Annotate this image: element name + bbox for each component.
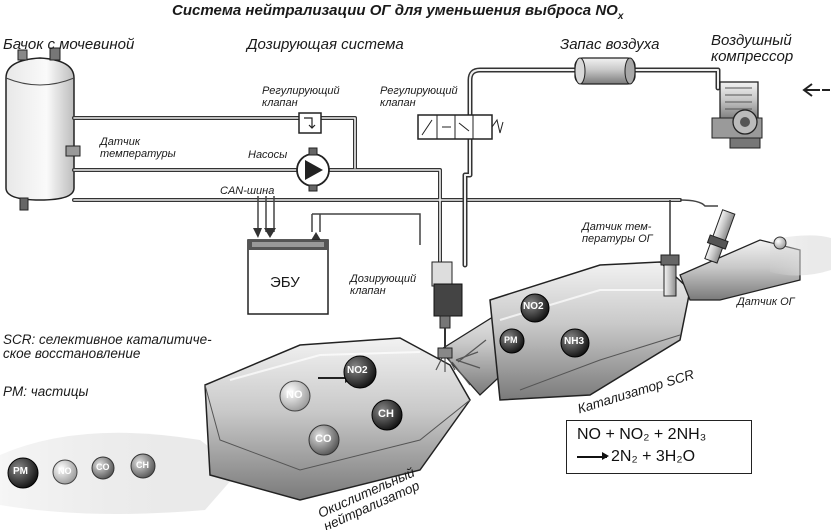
inlet-molecules	[7, 453, 156, 489]
reaction-arrow-icon	[577, 453, 609, 460]
can-bus-lines	[257, 196, 421, 245]
scr-pm-ball	[499, 328, 525, 354]
scr-molecules	[499, 293, 590, 358]
dosing-valve	[431, 261, 463, 350]
exhaust-flow-inlet	[0, 432, 240, 514]
pm-definition: PM: частицы	[3, 384, 89, 399]
dosing-system-label: Дозирующая система	[247, 36, 404, 53]
left-regulating-valve	[298, 112, 322, 134]
ox-no2-text: NO2	[347, 365, 368, 376]
reaction-products: 2N₂ + 3H₂O	[611, 448, 696, 465]
ox-no-text: NO	[286, 389, 303, 401]
ecu-box	[247, 239, 329, 315]
urea-tank	[5, 47, 81, 211]
exhaust-gas-sensor-label: Датчик ОГ	[737, 296, 795, 308]
ox-ch-ball	[371, 399, 403, 431]
inlet-no-text: NO	[58, 466, 72, 476]
can-bus-label: CAN-шина	[220, 185, 275, 197]
ox-no2-ball	[343, 355, 377, 389]
ox-co-ball	[308, 424, 340, 456]
oxidizer-molecules	[279, 355, 403, 456]
reaction-reactants: NO + NO₂ + 2NH₃	[577, 426, 707, 443]
reaction-equation-box: NO + NO₂ + 2NH₃ 2N₂ + 3H₂O	[566, 420, 752, 474]
inlet-ch-ball	[130, 453, 156, 479]
oxidation-catalyst-housing	[204, 337, 471, 501]
inlet-ch-text: CH	[136, 460, 149, 470]
outlet-molecule	[773, 236, 787, 250]
right-regulating-valve	[417, 114, 504, 140]
scr-no2-ball	[520, 293, 550, 323]
inlet-co-ball	[91, 456, 115, 480]
scr-definition: SCR: селективное каталитиче-ское восстан…	[3, 332, 212, 362]
air-reserve-cylinder	[574, 57, 636, 85]
air-line	[462, 67, 721, 268]
pump	[296, 147, 330, 192]
inlet-pm-text: PM	[13, 466, 28, 477]
inlet-co-text: CO	[96, 462, 110, 472]
scr-no2-text: NO2	[523, 301, 544, 312]
sensor-wire	[679, 199, 718, 207]
exhaust-temperature-sensor-label: Датчик тем-пературы ОГ	[582, 221, 653, 245]
exhaust-gas-sensor	[704, 209, 736, 264]
dosing-nozzle	[437, 347, 453, 359]
inlet-pm-ball	[7, 457, 39, 489]
scr-nh3-ball	[560, 328, 590, 358]
reaction-products-row: 2N₂ + 3H₂O	[577, 448, 695, 466]
ecu-label: ЭБУ	[270, 274, 300, 291]
ox-co-text: CO	[315, 433, 332, 445]
diagram-title: Система нейтрализации ОГ для уменьшения …	[172, 2, 624, 22]
inlet-no-ball	[52, 459, 78, 485]
ox-ch-text: CH	[378, 408, 394, 420]
scr-pm-text: PM	[504, 335, 518, 345]
can-arrow-right	[264, 228, 276, 238]
air-reserve-label: Запас воздуха	[560, 36, 660, 53]
air-compressor	[711, 81, 763, 149]
exhaust-temperature-sensor	[660, 200, 680, 297]
can-arrow-left	[253, 228, 262, 238]
urea-tank-label: Бачок с мочевиной	[3, 36, 135, 53]
scr-nh3-text: NH3	[564, 336, 585, 347]
air-intake-arrow	[802, 83, 830, 97]
pumps-label: Насосы	[248, 149, 288, 161]
ox-no-ball	[279, 380, 311, 412]
